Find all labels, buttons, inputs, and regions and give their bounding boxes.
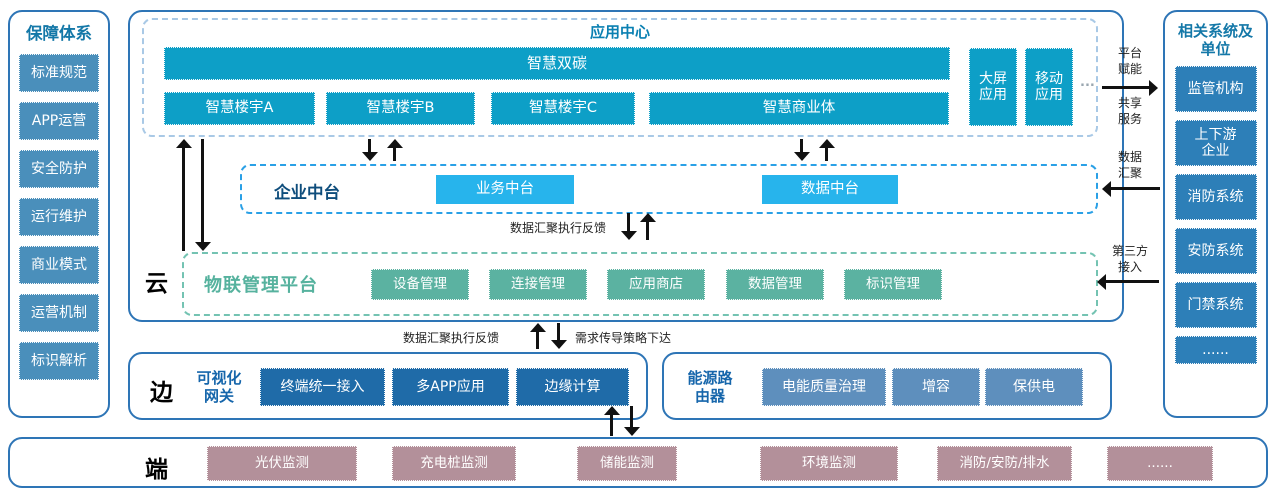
- arrow-down-icon: [551, 323, 567, 349]
- app-chip: 智慧楼宇A: [164, 92, 315, 125]
- arrow-down-icon: [794, 139, 810, 161]
- iot-module-chip: 设备管理: [371, 269, 469, 300]
- related-systems-title: 相关系统及单位: [1177, 22, 1253, 58]
- arrow-up-icon: [176, 139, 192, 251]
- guarantee-sidebar-title: 保障体系: [26, 24, 92, 43]
- related-system-item: 安防系统: [1174, 228, 1257, 274]
- arrow-up-icon: [604, 406, 620, 436]
- arrow-down-icon: [624, 406, 640, 436]
- side-app-chip: 大屏应用: [969, 48, 1017, 126]
- cloud-layer-panel: 应用中心 智慧双碳 智慧楼宇A 智慧楼宇B 智慧楼宇C 智慧商业体 大屏应用 移…: [128, 10, 1124, 322]
- third-party-access-label: 第三方接入: [1111, 244, 1148, 274]
- terminal-chip: 消防/安防/排水: [937, 446, 1072, 481]
- app-center-box: 应用中心 智慧双碳 智慧楼宇A 智慧楼宇B 智慧楼宇C 智慧商业体 大屏应用 移…: [142, 18, 1098, 137]
- iot-module-chip: 应用商店: [607, 269, 705, 300]
- router-module-chip: 增容: [892, 368, 980, 406]
- iot-platform-title: 物联管理平台: [204, 275, 318, 296]
- app-chip: 智慧商业体: [649, 92, 949, 125]
- side-app-chip: 移动应用: [1025, 48, 1073, 126]
- app-chip: 智慧楼宇B: [326, 92, 475, 125]
- gateway-title: 可视化网关: [196, 369, 242, 405]
- related-system-item: 上下游企业: [1174, 120, 1257, 166]
- terminal-chip: 光伏监测: [207, 446, 357, 481]
- app-center-title: 应用中心: [589, 23, 650, 41]
- arrow-down-icon: [195, 139, 211, 251]
- enterprise-platform-title: 企业中台: [274, 183, 340, 202]
- related-systems-sidebar: 相关系统及单位 监管机构 上下游企业 消防系统 安防系统 门禁系统 ......: [1163, 10, 1268, 418]
- arrow-down-icon: [621, 213, 637, 240]
- terminal-chip: 环境监测: [760, 446, 898, 481]
- router-module-chip: 电能质量治理: [762, 368, 886, 406]
- related-system-item: 门禁系统: [1174, 282, 1257, 328]
- data-platform-chip: 数据中台: [762, 175, 898, 204]
- guarantee-item: APP运营: [19, 101, 99, 140]
- app-chip: 智慧楼宇C: [491, 92, 635, 125]
- arrow-up-icon: [530, 323, 546, 349]
- edge-layer-label: 边: [150, 380, 173, 406]
- arrow-up-icon: [819, 139, 835, 161]
- banner-smart-carbon: 智慧双碳: [164, 47, 950, 80]
- more-apps-ellipsis: ...: [1080, 75, 1095, 90]
- terminal-chip: 储能监测: [577, 446, 677, 481]
- guarantee-sidebar: 保障体系 标准规范 APP运营 安全防护 运行维护 商业模式 运营机制 标识解析: [8, 10, 110, 418]
- guarantee-item: 标准规范: [19, 53, 99, 92]
- terminal-layer-panel: 端 光伏监测 充电桩监测 储能监测 环境监测 消防/安防/排水 ......: [8, 437, 1268, 488]
- guarantee-item: 运营机制: [19, 293, 99, 332]
- terminal-chip: 充电桩监测: [392, 446, 516, 481]
- guarantee-item: 安全防护: [19, 149, 99, 188]
- shared-service-label: 共享服务: [1117, 96, 1142, 126]
- gateway-module-chip: 终端统一接入: [260, 368, 385, 406]
- arrow-left-icon: [1102, 181, 1160, 197]
- terminal-chip: ......: [1107, 446, 1213, 481]
- cloud-edge-feedback-label: 数据汇聚执行反馈: [403, 331, 500, 345]
- business-platform-chip: 业务中台: [436, 175, 574, 204]
- enterprise-iot-feedback-label: 数据汇聚执行反馈: [510, 221, 607, 235]
- guarantee-item: 运行维护: [19, 197, 99, 236]
- terminal-layer-label: 端: [145, 457, 168, 483]
- platform-enable-label: 平台赋能: [1117, 46, 1142, 76]
- related-system-item: ......: [1174, 336, 1257, 364]
- gateway-module-chip: 多APP应用: [392, 368, 509, 406]
- guarantee-item: 商业模式: [19, 245, 99, 284]
- arrow-up-icon: [640, 213, 656, 240]
- guarantee-item: 标识解析: [19, 341, 99, 380]
- iot-module-chip: 标识管理: [844, 269, 942, 300]
- arrow-right-icon: [1102, 80, 1158, 96]
- iot-module-chip: 数据管理: [726, 269, 824, 300]
- arrow-left-icon: [1097, 274, 1159, 290]
- router-module-chip: 保供电: [985, 368, 1083, 406]
- iot-module-chip: 连接管理: [489, 269, 587, 300]
- related-system-item: 监管机构: [1174, 66, 1257, 112]
- enterprise-platform-box: 企业中台 业务中台 数据中台: [240, 164, 1098, 214]
- iot-platform-box: 物联管理平台 设备管理 连接管理 应用商店 数据管理 标识管理: [182, 252, 1098, 316]
- gateway-module-chip: 边缘计算: [516, 368, 629, 406]
- cloud-layer-label: 云: [145, 271, 168, 297]
- energy-router-panel: 能源路由器 电能质量治理 增容 保供电: [662, 352, 1112, 420]
- arrow-up-icon: [387, 139, 403, 161]
- edge-gateway-panel: 边 可视化网关 终端统一接入 多APP应用 边缘计算: [128, 352, 648, 420]
- arrow-down-icon: [362, 139, 378, 161]
- related-system-item: 消防系统: [1174, 174, 1257, 220]
- demand-strategy-label: 需求传导策略下达: [575, 331, 672, 345]
- data-aggregation-label: 数据汇聚: [1117, 150, 1142, 180]
- energy-router-title: 能源路由器: [687, 369, 733, 405]
